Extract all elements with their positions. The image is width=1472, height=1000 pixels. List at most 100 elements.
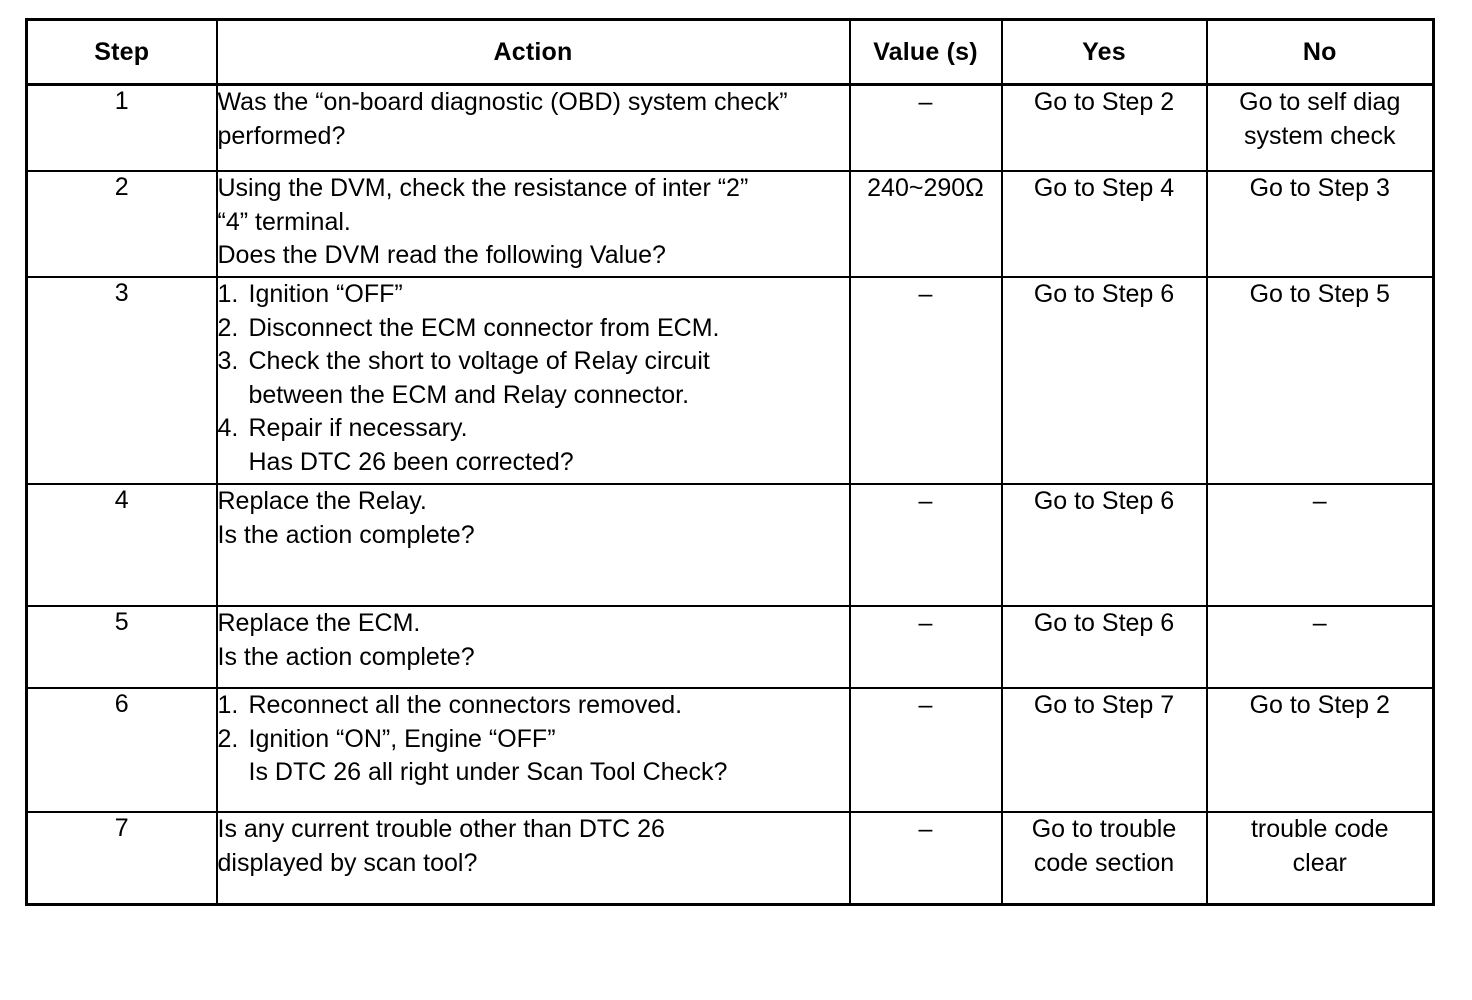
column-header-action: Action [215, 18, 851, 86]
action-line: performed? [218, 120, 849, 154]
action-line: Has DTC 26 been corrected? [218, 446, 849, 480]
column-header-no: No [1205, 18, 1435, 86]
action-line-text: Is any current trouble other than DTC 26 [217, 815, 665, 843]
table-header: Step Action Value (s) Yes No [25, 18, 1435, 86]
action-line-text: Is DTC 26 all right under Scan Tool Chec… [248, 758, 728, 786]
value-cell: – [848, 605, 1003, 689]
action-line: 1. Reconnect all the connectors removed. [218, 689, 849, 723]
yes-cell: Go to trouble code section [1000, 811, 1208, 906]
action-line: displayed by scan tool? [218, 847, 849, 881]
no-line: clear [1292, 848, 1347, 877]
action-line-number: 1. [217, 691, 239, 719]
action-line-text: Ignition “ON”, Engine “OFF” [248, 724, 556, 753]
yes-line: Go to Step 4 [1033, 174, 1175, 202]
action-line-text: Was the “on-board diagnostic (OBD) syste… [217, 88, 788, 116]
no-cell: Go to Step 2 [1205, 687, 1435, 813]
action-line: Using the DVM, check the resistance of i… [218, 172, 849, 206]
action-line-text: Check the short to voltage of Relay circ… [248, 347, 710, 375]
yes-cell: Go to Step 2 [1000, 83, 1208, 172]
step-number-cell: 5 [25, 605, 218, 689]
action-line: Replace the Relay. [218, 485, 849, 519]
action-line-text: between the ECM and Relay connector. [248, 380, 690, 409]
yes-cell: Go to Step 6 [1000, 483, 1208, 607]
action-line: 2. Ignition “ON”, Engine “OFF” [218, 723, 849, 757]
yes-line: code section [1033, 848, 1175, 877]
action-line: Was the “on-board diagnostic (OBD) syste… [218, 86, 849, 120]
action-line: Replace the ECM. [218, 607, 849, 641]
action-line-number: 2. [217, 724, 239, 753]
yes-line: Go to Step 6 [1033, 487, 1175, 515]
column-header-yes: Yes [1000, 18, 1208, 86]
action-line-text: displayed by scan tool? [217, 848, 478, 877]
action-line: 1. Ignition “OFF” [218, 278, 849, 312]
no-cell: Go to Step 5 [1205, 276, 1435, 485]
no-cell: – [1205, 605, 1435, 689]
value-cell: – [848, 687, 1003, 813]
action-line-text: Reconnect all the connectors removed. [248, 691, 683, 719]
action-cell: 1. Reconnect all the connectors removed. 2… [215, 687, 851, 813]
action-cell: Replace the Relay.Is the action complete… [215, 483, 851, 607]
yes-cell: Go to Step 6 [1000, 276, 1208, 485]
action-line-number: 1. [217, 280, 239, 308]
no-line: Go to self diag [1239, 88, 1401, 116]
no-line: system check [1244, 121, 1396, 150]
value-cell: – [848, 276, 1003, 485]
yes-cell: Go to Step 4 [1000, 170, 1208, 278]
action-line-text: Ignition “OFF” [248, 280, 403, 308]
action-line: Is any current trouble other than DTC 26 [218, 813, 849, 847]
action-line: between the ECM and Relay connector. [218, 379, 849, 413]
yes-cell: Go to Step 6 [1000, 605, 1208, 689]
action-line-text: Is the action complete? [217, 520, 475, 549]
action-line-number: 4. [217, 414, 239, 442]
value-cell: – [848, 811, 1003, 906]
action-line-text: Does the DVM read the following Value? [217, 241, 666, 269]
column-header-step: Step [25, 18, 218, 86]
no-line: – [1312, 487, 1327, 515]
action-cell: Was the “on-board diagnostic (OBD) syste… [215, 83, 851, 172]
no-line: Go to Step 5 [1249, 280, 1390, 308]
no-cell: – [1205, 483, 1435, 607]
step-number-cell: 6 [25, 687, 218, 813]
value-cell: 240~290Ω [848, 170, 1003, 278]
yes-line: Go to Step 6 [1033, 280, 1175, 308]
action-line-text: Disconnect the ECM connector from ECM. [248, 313, 720, 342]
step-number-cell: 3 [25, 276, 218, 485]
action-cell: Replace the ECM. Is the action complete? [215, 605, 851, 689]
action-cell: 1.Ignition “OFF”2.Disconnect the ECM con… [215, 276, 851, 485]
action-line-text: Repair if necessary. [248, 414, 468, 442]
action-line: Does the DVM read the following Value? [218, 239, 849, 273]
yes-line: Go to trouble [1031, 815, 1177, 843]
yes-line: Go to Step 7 [1033, 691, 1175, 719]
action-line: Is the action complete? [218, 641, 849, 675]
action-line-text: Using the DVM, check the resistance of i… [217, 174, 749, 202]
action-cell: Is any current trouble other than DTC 26… [215, 811, 851, 906]
action-line-text: Is the action complete? [217, 642, 475, 671]
action-line-number: 3. [217, 347, 239, 375]
action-line: Is the action complete? [218, 519, 849, 553]
value-cell: – [848, 83, 1003, 172]
no-cell: Go to self diag system check [1205, 83, 1435, 172]
step-number-cell: 2 [25, 170, 218, 278]
no-line: Go to Step 3 [1249, 174, 1390, 202]
yes-cell: Go to Step 7 [1000, 687, 1208, 813]
no-cell: Go to Step 3 [1205, 170, 1435, 278]
no-line: – [1312, 609, 1327, 637]
action-cell: Using the DVM, check the resistance of i… [215, 170, 851, 278]
action-line: “4” terminal. [218, 206, 849, 240]
action-line-text: performed? [217, 121, 346, 150]
action-line: Is DTC 26 all right under Scan Tool Chec… [218, 756, 849, 790]
action-line-text: Replace the ECM. [217, 609, 421, 637]
step-number-cell: 7 [25, 811, 218, 906]
action-line-text: Has DTC 26 been corrected? [248, 447, 574, 476]
no-line: Go to Step 2 [1249, 691, 1390, 719]
action-line: 4. Repair if necessary. [218, 412, 849, 446]
